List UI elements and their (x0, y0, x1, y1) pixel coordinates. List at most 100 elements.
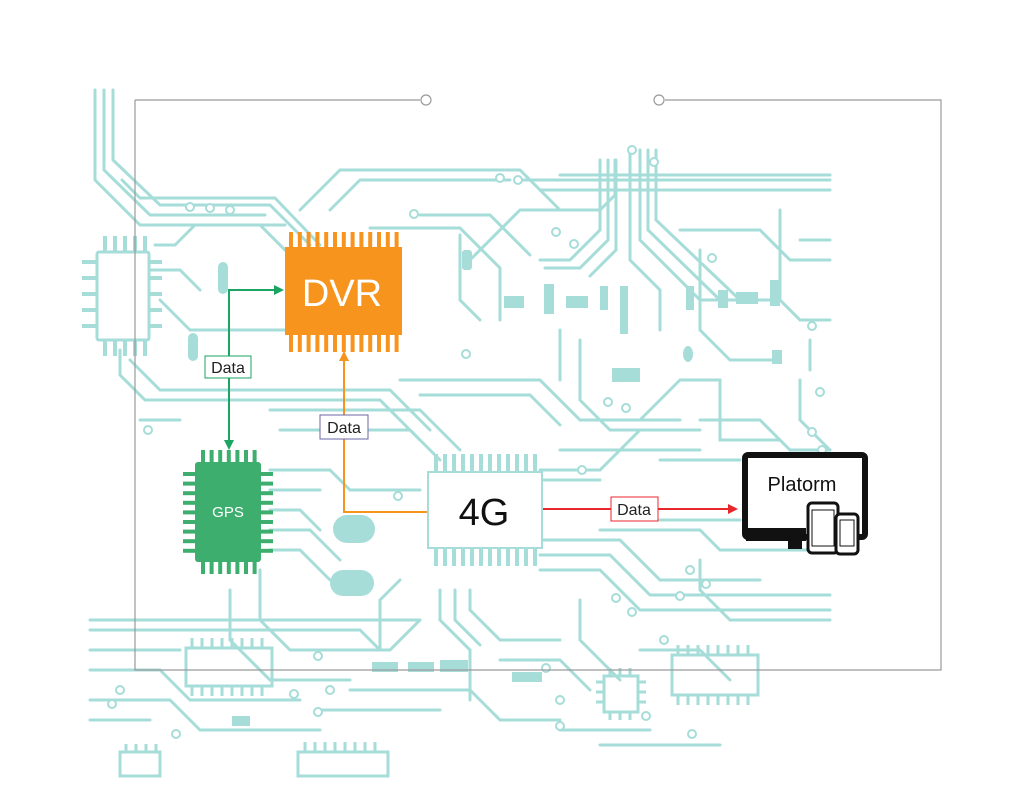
dvr-pin (359, 232, 364, 248)
gps-pin (226, 450, 231, 463)
fourg-pin (524, 547, 528, 566)
gps-dvr-label: Data (211, 360, 245, 377)
fourg-platform-connection: Data (533, 496, 738, 522)
dvr-pin (297, 334, 302, 352)
gps-pin (252, 450, 257, 463)
circuit-vias (107, 145, 827, 739)
dvr-body (285, 247, 402, 335)
dvr-pin (394, 334, 399, 352)
gps-chip: GPS (183, 450, 273, 574)
gps-pin (260, 529, 273, 534)
gps-pin (260, 548, 273, 553)
gps-pin (183, 539, 196, 544)
gps-pin (183, 491, 196, 496)
gps-pin (235, 561, 240, 574)
gps-pin (260, 481, 273, 486)
gps-pins (183, 450, 273, 574)
dvr-chip: DVR (285, 232, 402, 352)
diagram-frame (134, 94, 942, 671)
dvr-arrowhead (274, 285, 284, 295)
dvr-pin (289, 232, 293, 248)
fourg-pin (488, 547, 492, 566)
circuit-background (88, 88, 832, 747)
fourg-pin (533, 454, 537, 473)
fourg-pin (533, 547, 537, 566)
fourg-pin (488, 454, 492, 473)
fourg-pins (434, 454, 537, 566)
platform-devices: Platorm (742, 452, 868, 556)
gps-pin (183, 500, 196, 505)
fourg-chip: 4G (427, 454, 543, 566)
fourg-pin (515, 454, 519, 473)
dvr-pin (341, 232, 346, 248)
fourg-pin (461, 454, 465, 473)
dvr-pin (368, 232, 373, 248)
dvr-pin (341, 334, 346, 352)
fourg-platform-label-box (610, 496, 659, 522)
gps-pin (183, 548, 196, 553)
fourg-pin (479, 547, 483, 566)
platform-arrowhead (728, 504, 738, 514)
gps-pin (183, 510, 196, 515)
fourg-platform-label: Data (617, 502, 651, 519)
dvr-label: DVR (302, 273, 382, 315)
gps-pin (244, 450, 248, 463)
dvr-pin (359, 334, 364, 352)
dvr-pin (315, 334, 320, 352)
fourg-pin (461, 547, 465, 566)
fourg-pin (470, 454, 474, 473)
gps-pin (218, 450, 223, 463)
dvr-pin (350, 334, 355, 352)
gps-pin (201, 450, 205, 463)
gps-pin (183, 529, 196, 534)
gps-label: GPS (212, 504, 244, 521)
fourg-pin (452, 454, 456, 473)
dvr-arrowhead (339, 351, 349, 361)
gps-pin (183, 472, 196, 476)
fourg-pin (506, 454, 510, 473)
gps-dvr-line (228, 289, 276, 440)
dvr-pin (289, 334, 293, 352)
gps-pin (260, 539, 273, 544)
gps-pin (183, 520, 196, 524)
fourg-pin (443, 547, 447, 566)
fourg-pin (479, 454, 483, 473)
fourg-label: 4G (459, 492, 510, 534)
tablet-icon (806, 501, 840, 555)
fourg-pin (470, 547, 474, 566)
gps-arrowhead (224, 440, 234, 450)
dvr-pin (377, 334, 381, 352)
fourg-pin (515, 547, 519, 566)
fourg-pin (497, 547, 501, 566)
gps-pin (218, 561, 223, 574)
dvr-pin (333, 232, 337, 248)
dvr-pin (324, 232, 329, 248)
gps-pin (260, 510, 273, 515)
dvr-pin (368, 334, 373, 352)
fourg-pin (434, 454, 438, 473)
fourg-pin (506, 547, 510, 566)
fourg-dvr-label-box (319, 414, 369, 440)
fourg-dvr-label: Data (327, 420, 361, 437)
dvr-pin (350, 232, 355, 248)
fourg-pin (497, 454, 501, 473)
fourg-pin (434, 547, 438, 566)
circuit-pads (188, 250, 782, 726)
gps-pin (183, 481, 196, 486)
circuit-components (82, 236, 760, 778)
gps-pin (260, 500, 273, 505)
gps-dvr-connection: Data (204, 285, 284, 450)
dvr-pin (297, 232, 302, 248)
gps-pin (201, 561, 205, 574)
gps-body (195, 462, 261, 562)
gps-pin (226, 561, 231, 574)
gps-pin (252, 561, 257, 574)
dvr-pin (377, 232, 381, 248)
gps-pin (260, 491, 273, 496)
dvr-pin (394, 232, 399, 248)
dvr-pin (333, 334, 337, 352)
dvr-pin (324, 334, 329, 352)
dvr-pin (315, 232, 320, 248)
